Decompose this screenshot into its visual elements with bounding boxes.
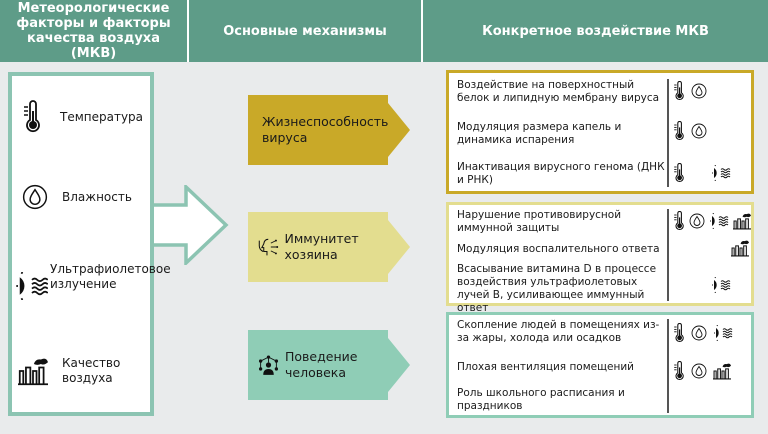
water-drop-icon (691, 325, 707, 341)
big-arrow-icon (152, 185, 229, 265)
mechanism-host-immunity: Иммунитет хозяина (248, 212, 412, 282)
effect-icons (673, 211, 751, 231)
effects-behavior-panel: Скопление людей в помещениях из-за жары,… (446, 312, 754, 418)
factor-humidity: Влажность (22, 184, 132, 210)
water-drop-icon (691, 83, 707, 99)
effects-virus-panel: Воздействие на поверхностный белок и лип… (446, 70, 754, 194)
water-drop-icon (691, 363, 707, 379)
mechanism-virus-viability: Жизнеспособность вируса (248, 95, 412, 165)
mechanism-box: Жизнеспособность вируса (248, 95, 388, 165)
mechanism-label: Иммунитет хозяина (284, 231, 359, 262)
effect-item: Роль школьного расписания и праздников (457, 387, 625, 412)
effect-icons (673, 81, 707, 101)
factor-label: Качество воздуха (62, 356, 121, 385)
effect-icons (673, 121, 707, 141)
effect-icons (673, 361, 731, 381)
thermometer-icon (673, 323, 685, 343)
factor-label: Температура (60, 109, 144, 124)
effect-item: Модуляция размера капель и динамика испа… (457, 121, 622, 146)
thermometer-icon (673, 81, 685, 101)
factory-icon (18, 356, 48, 386)
factors-panel: Температура Влажность Ультрафиолетовое и… (8, 72, 171, 416)
effect-item: Плохая вентиляция помещений (457, 361, 634, 373)
effect-item: Инактивация вирусного генома (ДНК и РНК) (457, 161, 665, 186)
effect-icons (673, 323, 733, 343)
factory-icon (713, 362, 731, 380)
thermometer-icon (673, 121, 685, 141)
uv-sun-icon (711, 165, 731, 181)
effect-item: Модуляция воспалительного ответа (457, 243, 660, 255)
people-network-icon (258, 351, 279, 379)
mechanism-box: Иммунитет хозяина (248, 212, 388, 282)
thermometer-icon (673, 361, 685, 381)
mechanism-label: Поведение человека (285, 349, 358, 380)
mechanism-label: Жизнеспособность вируса (262, 114, 389, 145)
arrow-head-icon (388, 220, 410, 274)
effect-icons (673, 163, 731, 183)
header-mechanisms: Основные механизмы (189, 0, 421, 62)
effect-item: Скопление людей в помещениях из-за жары,… (457, 319, 660, 344)
effect-icons (711, 277, 731, 293)
thermometer-icon (673, 211, 685, 231)
arrow-head-icon (388, 103, 410, 157)
header-factors: Метеорологические факторы и факторы каче… (0, 0, 187, 62)
water-drop-icon (22, 184, 48, 210)
water-drop-icon (691, 123, 707, 139)
uv-sun-icon (16, 272, 48, 300)
factory-icon (731, 239, 749, 257)
header-effects-label: Конкретное воздействие МКВ (482, 23, 709, 39)
effects-immunity-panel: Нарушение противовирусной иммунной защит… (446, 202, 754, 314)
factory-icon (733, 212, 751, 230)
uv-sun-icon (709, 213, 729, 229)
thermometer-icon (673, 163, 685, 183)
factor-label: Влажность (62, 189, 132, 204)
factor-temperature: Температура (22, 100, 143, 134)
effect-item: Нарушение противовирусной иммунной защит… (457, 209, 622, 234)
thermometer-icon (22, 100, 42, 134)
factor-uv: Ультрафиолетовое излучение (16, 262, 171, 300)
uv-sun-icon (713, 325, 733, 341)
mechanism-box: Поведение человека (248, 330, 388, 400)
uv-sun-icon (711, 277, 731, 293)
factor-air-quality: Качество воздуха (18, 356, 132, 386)
immune-person-icon (258, 234, 279, 260)
arrow-head-icon (388, 338, 410, 392)
header-factors-label: Метеорологические факторы и факторы каче… (16, 1, 171, 61)
header-mechanisms-label: Основные механизмы (223, 23, 387, 39)
effect-item: Воздействие на поверхностный белок и лип… (457, 79, 660, 104)
factor-label: Ультрафиолетовое излучение (50, 262, 171, 291)
mechanism-human-behavior: Поведение человека (248, 330, 412, 400)
effect-item: Всасывание витамина D в процессе воздейс… (457, 263, 657, 314)
water-drop-icon (689, 213, 705, 229)
header-effects: Конкретное воздействие МКВ (423, 0, 768, 62)
effect-icons (731, 239, 749, 257)
